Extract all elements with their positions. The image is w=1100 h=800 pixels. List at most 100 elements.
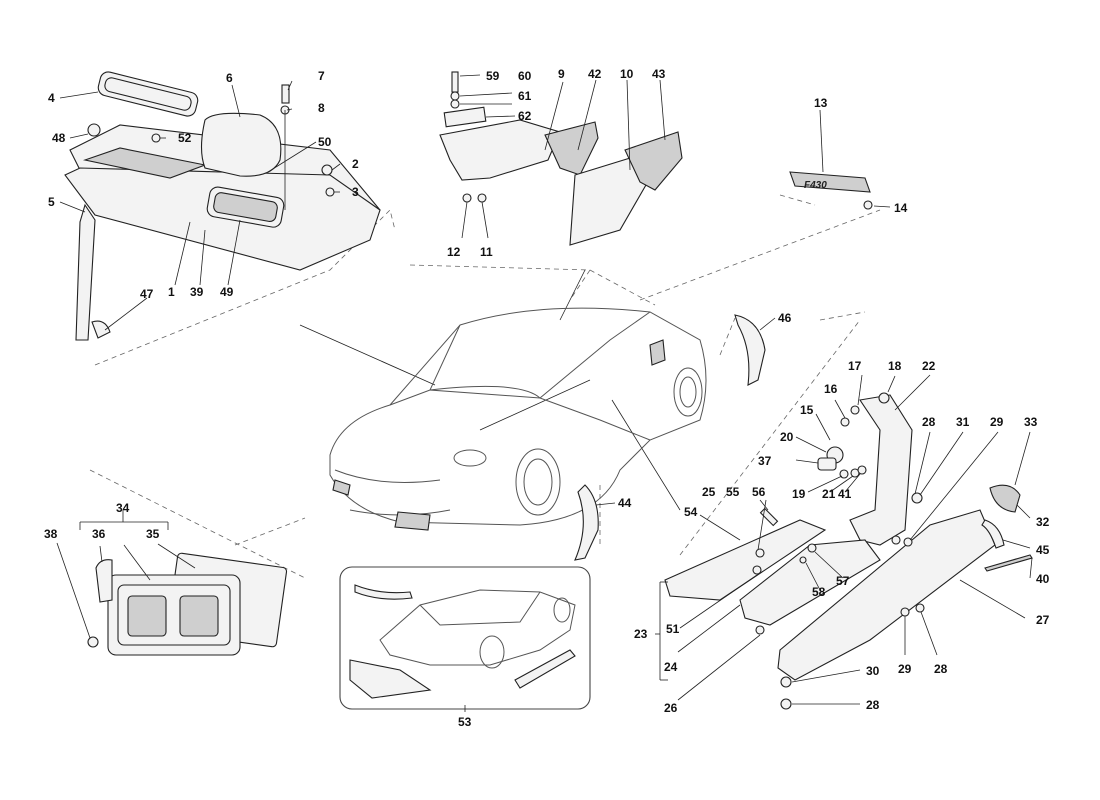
- callout-34: 34: [116, 501, 130, 515]
- callout-44: 44: [618, 496, 632, 510]
- callout-21: 21: [822, 487, 836, 501]
- washer-part-31: [911, 492, 923, 504]
- callout-23: 23: [634, 627, 648, 641]
- clip-part-37: [817, 457, 837, 471]
- screw-part-28-c: [780, 698, 792, 710]
- callout-11: 11: [480, 245, 493, 259]
- callout-16: 16: [824, 382, 838, 396]
- callout-4: 4: [48, 91, 55, 105]
- grille-left: [127, 595, 167, 637]
- gasket-part-49-inner: [213, 192, 278, 223]
- callout-30: 30: [866, 664, 880, 678]
- callout-51: 51: [666, 622, 680, 636]
- clip-part-47: [91, 320, 111, 339]
- nut-part-26: [755, 625, 765, 635]
- callout-61: 61: [518, 89, 532, 103]
- screw-part-55: [755, 548, 765, 558]
- callout-41: 41: [838, 487, 852, 501]
- callout-14: 14: [894, 201, 908, 215]
- dashed-guide-lines: [89, 194, 881, 579]
- callout-31: 31: [956, 415, 970, 429]
- callout-1: 1: [168, 285, 175, 299]
- side-skirt-part-27: [777, 509, 996, 681]
- washer-part-60: [450, 91, 460, 101]
- washer-part-30: [780, 676, 792, 688]
- arch-trims: [574, 314, 776, 561]
- callout-15: 15: [800, 403, 814, 417]
- callout-26: 26: [664, 701, 678, 715]
- callout-19: 19: [792, 487, 806, 501]
- callout-10: 10: [620, 67, 634, 81]
- air-duct-gasket-inner: [104, 77, 192, 111]
- leader-lines: [299, 269, 681, 511]
- callout-52: 52: [178, 131, 192, 145]
- grille-right: [179, 595, 219, 637]
- rear-wheel: [673, 367, 703, 417]
- clip-part-52: [151, 133, 161, 143]
- liner-part-9: [439, 119, 561, 181]
- washer-part-3: [325, 187, 335, 197]
- front-cover-assembly: [59, 71, 381, 341]
- clip-part-58: [799, 556, 807, 564]
- callout-18: 18: [888, 359, 902, 373]
- washer-part-41: [857, 465, 867, 475]
- bracket-part-62: [443, 106, 487, 128]
- callout-46: 46: [778, 311, 792, 325]
- callout-45: 45: [1036, 543, 1050, 557]
- callout-27: 27: [1036, 613, 1050, 627]
- callout-58: 58: [812, 585, 826, 599]
- filter-housing-part-6: [200, 112, 282, 177]
- washer-part-61: [450, 99, 460, 109]
- callout-33: 33: [1024, 415, 1038, 429]
- screw-part-2: [321, 164, 333, 176]
- inset-front-bumper: [349, 659, 432, 699]
- screw-part-28-b: [915, 603, 925, 613]
- callout-9: 9: [558, 67, 565, 81]
- washer-part-29-b: [900, 607, 910, 617]
- inset-side-skirt: [514, 649, 576, 689]
- callout-50: 50: [318, 135, 332, 149]
- badge-lettering: F430: [804, 180, 827, 191]
- clip-part-57: [807, 543, 817, 553]
- callout-8: 8: [318, 101, 325, 115]
- nut-part-18: [878, 392, 890, 404]
- screw-part-38: [87, 636, 99, 648]
- callout-28-c: 28: [866, 698, 880, 712]
- front-intake-right: [332, 479, 351, 496]
- callout-20: 20: [780, 430, 794, 444]
- trim-part-45: [981, 519, 1005, 549]
- callout-62: 62: [518, 109, 532, 123]
- front-wheel: [515, 448, 561, 516]
- liner-part-43: [624, 131, 683, 191]
- hose-part-5: [75, 203, 96, 341]
- bolt-part-17: [850, 405, 860, 415]
- nut-part-12: [462, 193, 472, 203]
- callout-25: 25: [702, 485, 716, 499]
- callout-13: 13: [814, 96, 828, 110]
- callout-29-b: 29: [898, 662, 912, 676]
- strip-part-40: [984, 554, 1033, 572]
- callout-38: 38: [44, 527, 58, 541]
- callout-5: 5: [48, 195, 55, 209]
- car-outline: [329, 307, 707, 531]
- side-intake: [649, 339, 666, 366]
- callout-3: 3: [352, 185, 359, 199]
- callout-54: 54: [684, 505, 698, 519]
- callout-29-a: 29: [990, 415, 1004, 429]
- badge-assembly: F430: [789, 109, 891, 210]
- cover-panel-lower-part-39: [64, 167, 381, 271]
- callout-39: 39: [190, 285, 204, 299]
- callout-56: 56: [752, 485, 766, 499]
- screw-part-11: [477, 193, 487, 203]
- liner-part-42: [544, 121, 599, 176]
- wheel-liner-assembly: [439, 71, 683, 246]
- screw-part-28-a: [891, 535, 901, 545]
- callout-60: 60: [518, 69, 532, 83]
- callout-17: 17: [848, 359, 862, 373]
- bolt-part-7: [281, 84, 290, 104]
- callout-36: 36: [92, 527, 106, 541]
- callout-35: 35: [146, 527, 160, 541]
- callout-42: 42: [588, 67, 602, 81]
- trim-part-44: [574, 484, 599, 561]
